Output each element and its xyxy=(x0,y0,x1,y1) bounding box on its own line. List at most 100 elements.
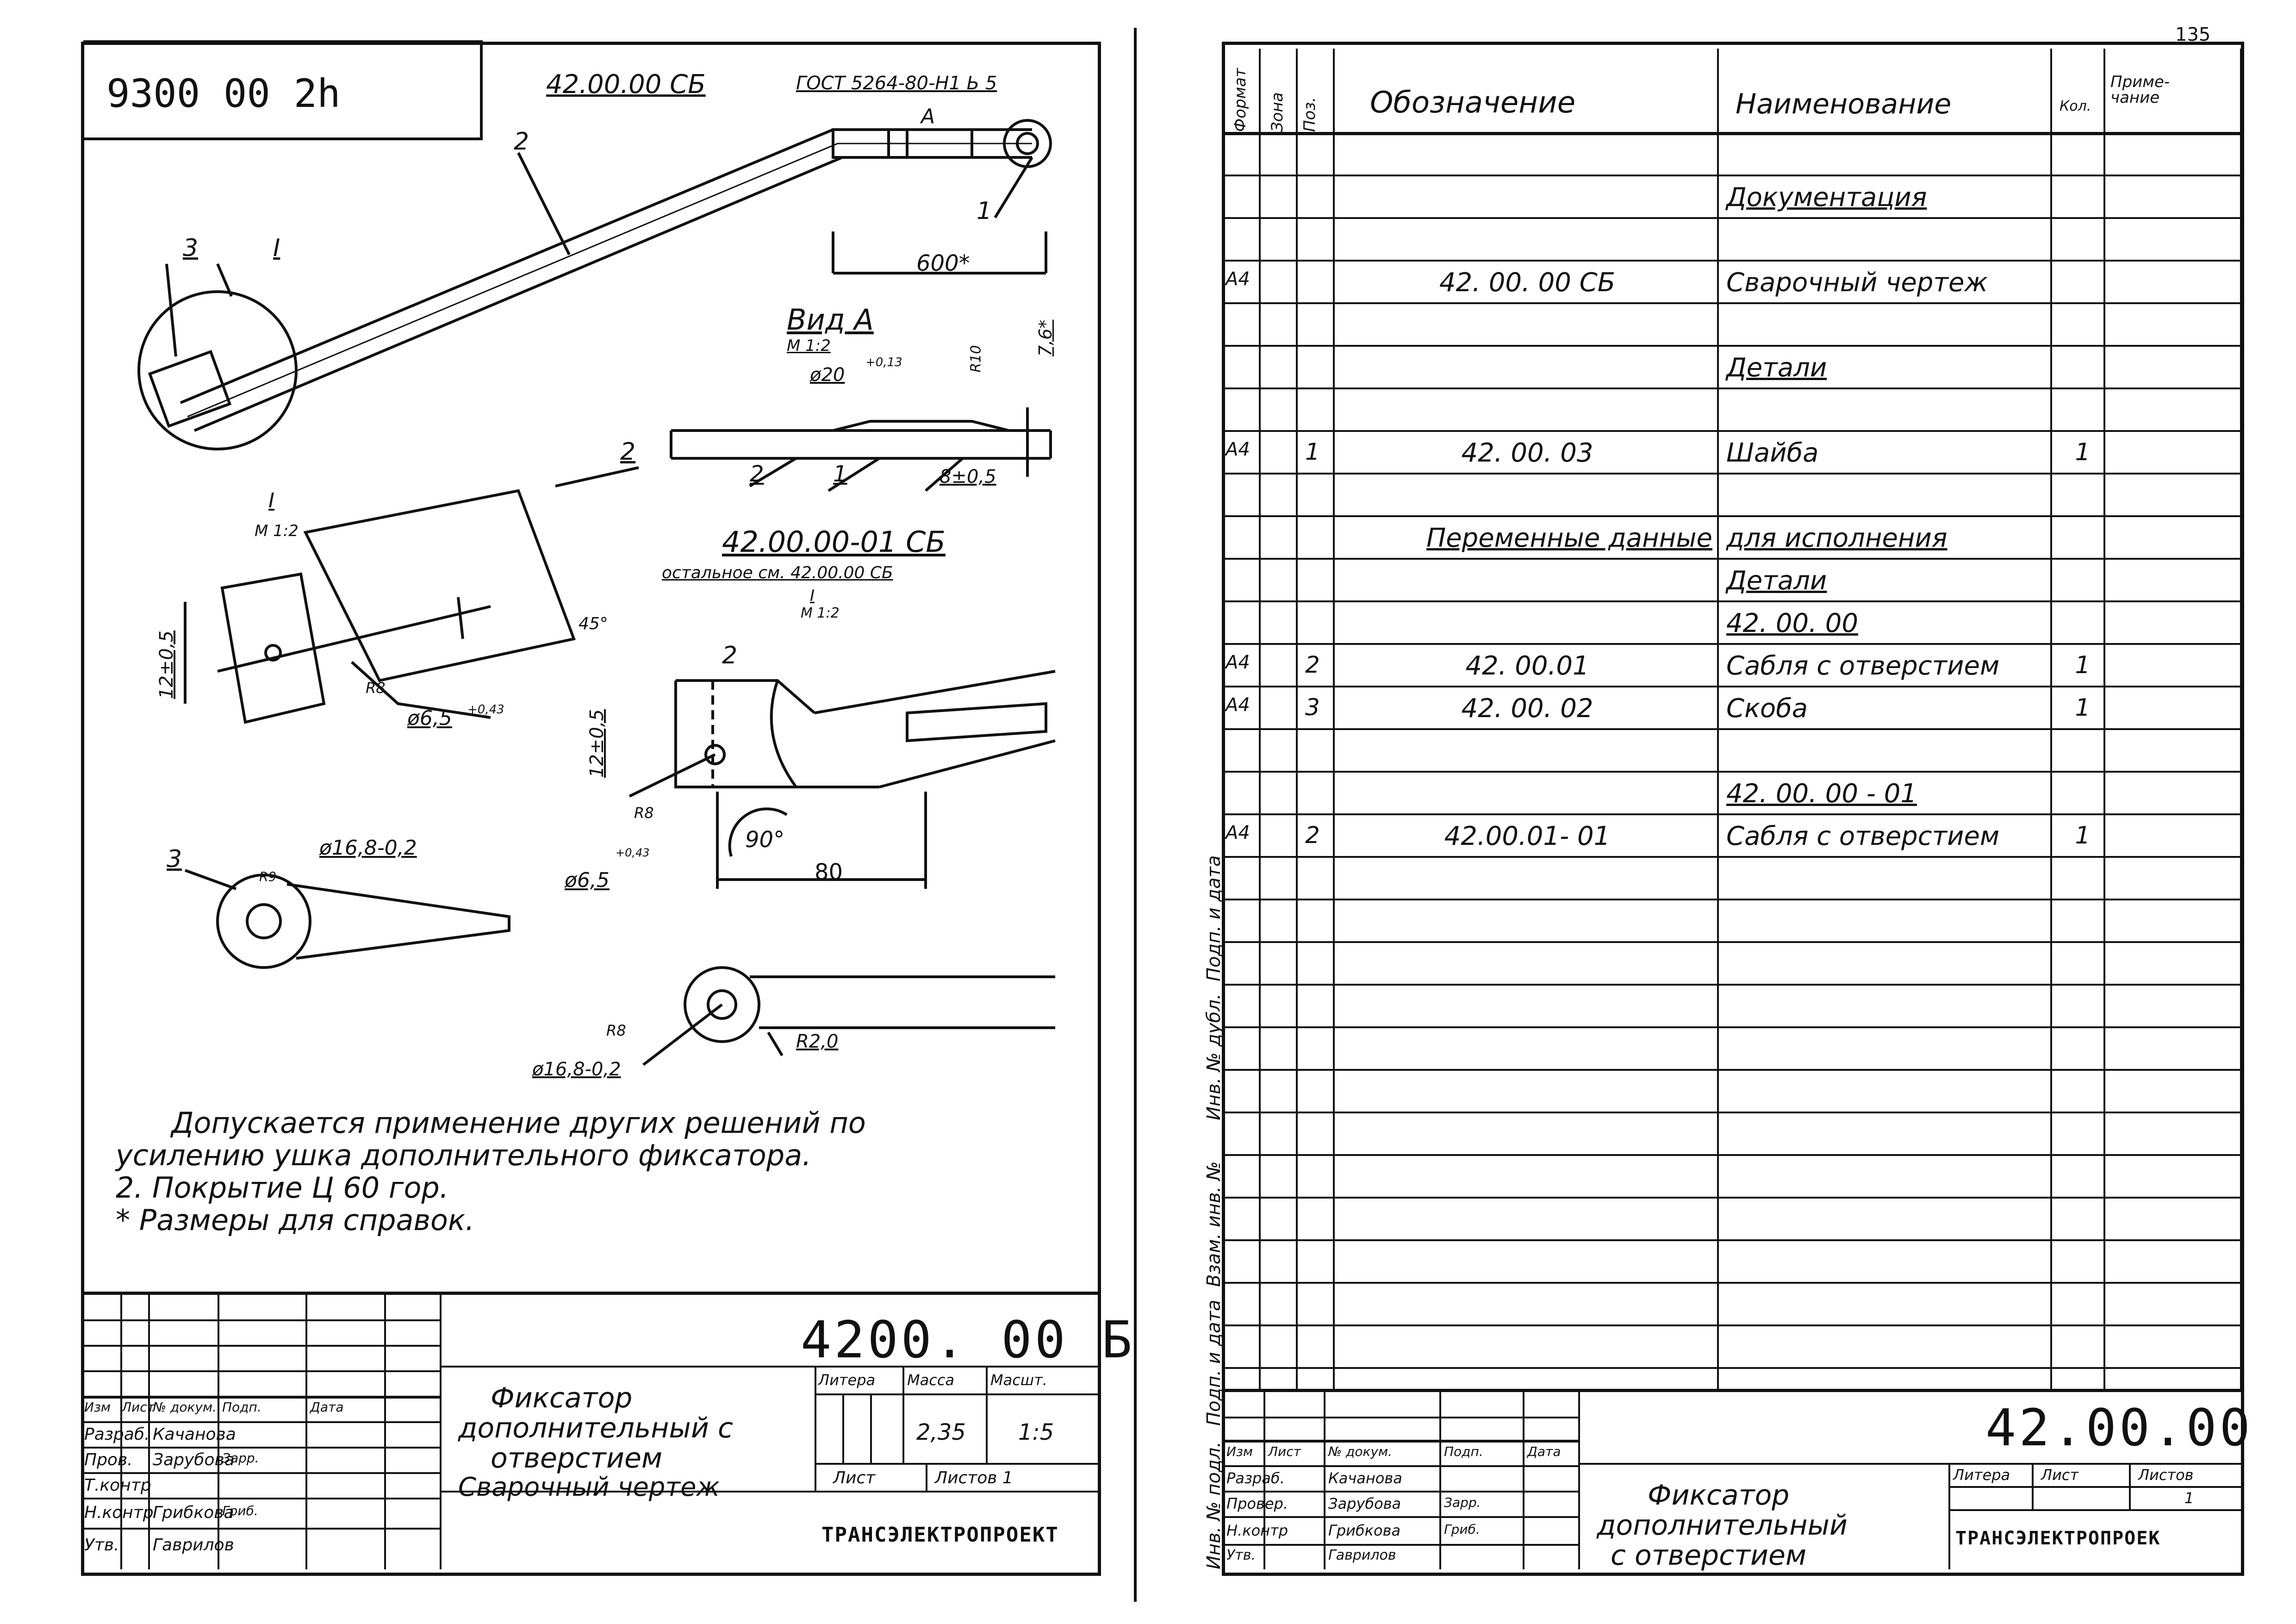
left-tb-name-4: Гаврилов xyxy=(153,1536,234,1555)
callout-3: 3 xyxy=(183,234,199,262)
spec-cell-qty: 1 xyxy=(2075,438,2091,466)
right-tb-name-line-2: с отверстием xyxy=(1611,1539,1807,1572)
spec-cell-qty: 1 xyxy=(2075,651,2091,679)
spec-row-line xyxy=(1222,813,2240,815)
spec-cell-format: А4 xyxy=(1226,269,1250,290)
spec-col-line xyxy=(2050,49,2052,1389)
spec-col-line xyxy=(2103,49,2105,1389)
dim-d168a: ø16,8-0,2 xyxy=(319,836,417,860)
spec-cell-format: А4 xyxy=(1226,652,1250,673)
spec-row-line xyxy=(1222,643,2240,645)
spec-row-line xyxy=(1222,387,2240,389)
left-tb-code: 4200. 00 Б xyxy=(801,1310,1135,1369)
spec-cell-name: Детали xyxy=(1726,353,1827,383)
note-1: Допускается применение других решений по xyxy=(171,1106,866,1140)
right-tb-name-1: Зарубова xyxy=(1328,1495,1401,1512)
left-tb-name-line-3: Сварочный чертеж xyxy=(458,1472,720,1502)
spec-row-line xyxy=(1222,984,2240,986)
spec-row-line xyxy=(1222,1239,2240,1241)
dim-7-6: 7,6* xyxy=(1035,319,1056,356)
left-tb-col-izm: Изм xyxy=(84,1399,111,1415)
spec-cell-name: 42. 00. 00 xyxy=(1726,608,1858,638)
spec-row-line xyxy=(1222,728,2240,730)
header-name: Наименование xyxy=(1736,88,1952,120)
spec-cell-designation: 42. 00. 00 СБ xyxy=(1439,268,1616,298)
spec-cell-qty: 1 xyxy=(2075,822,2091,849)
right-tb-col-list: Лист xyxy=(1268,1444,1301,1459)
spec-row-line xyxy=(1222,430,2240,432)
side-label-0: Подп. и дата xyxy=(1203,855,1225,981)
note-3: * Размеры для справок. xyxy=(116,1203,475,1237)
spec-row-line xyxy=(1222,941,2240,943)
spec-cell-format: А4 xyxy=(1226,694,1250,716)
callout-A: A xyxy=(921,105,935,128)
left-tb-name-1: Зарубова xyxy=(153,1450,235,1469)
dim-r8a: R8 xyxy=(366,679,386,697)
left-tb-scale-label: Масшт. xyxy=(990,1371,1047,1389)
callout-1b: 1 xyxy=(833,461,847,487)
sheet-separator xyxy=(1134,28,1137,1602)
spec-cell-name: Сабля с отверстием xyxy=(1726,651,2000,681)
right-tb-sheets-label: Листов xyxy=(2138,1466,2194,1484)
spec-row-line xyxy=(1222,856,2240,858)
dim-8: 8±0,5 xyxy=(940,466,996,487)
left-tb-role-3: Н.контр xyxy=(84,1503,154,1522)
dim-r9a: R9 xyxy=(259,869,277,884)
spec-col-line xyxy=(1259,49,1261,1389)
callout-1: 1 xyxy=(977,197,992,225)
right-tb-role-0: Разраб. xyxy=(1226,1469,1285,1487)
right-tb-role-1: Провер. xyxy=(1226,1495,1288,1512)
spec-col-line xyxy=(1717,49,1719,1389)
side-label-3: Подп. и дата xyxy=(1203,1299,1225,1426)
left-tb-role-2: Т.контр xyxy=(84,1476,151,1495)
right-tb-litera: Литера xyxy=(1953,1466,2010,1484)
left-tb-name-line-2: отверстием xyxy=(491,1442,663,1474)
left-tb-mass: 2,35 xyxy=(916,1419,966,1445)
dim-12a: 12±0,5 xyxy=(156,630,177,699)
spec-row-line xyxy=(1222,132,2240,135)
page-number: 135 xyxy=(2175,24,2211,45)
left-tb-sheets-label: Листов 1 xyxy=(935,1468,1013,1487)
view-i-title: I xyxy=(268,489,274,512)
note-1b: усилению ушка дополнительного фиксатора. xyxy=(116,1138,811,1172)
left-tb-role-4: Утв. xyxy=(84,1536,119,1555)
spec-row-line xyxy=(1222,1026,2240,1028)
left-tb-name-line-1: дополнительный с xyxy=(458,1412,733,1444)
spec-cell-name: Сварочный чертеж xyxy=(1726,268,1988,298)
spec-row-line xyxy=(1222,1197,2240,1199)
spec-row-line xyxy=(1222,686,2240,687)
corner-code: 9300 00 2h xyxy=(106,71,341,116)
header-qty: Кол. xyxy=(2060,98,2091,114)
dim-600: 600* xyxy=(916,250,970,276)
dim-45deg: 45° xyxy=(579,614,608,633)
left-tb-name-line-0: Фиксатор xyxy=(491,1382,633,1414)
spec-row-line xyxy=(1222,558,2240,560)
header-format: Формат xyxy=(1231,68,1250,132)
spec-cell-designation: 42. 00.01 xyxy=(1465,651,1589,681)
spec-cell-format: А4 xyxy=(1226,822,1250,843)
right-tb-code: 42.00.00 xyxy=(1985,1398,2253,1457)
left-tb-sheet-label: Лист xyxy=(833,1468,876,1487)
spec-col-line xyxy=(1296,49,1298,1389)
spec-cell-designation: 42. 00. 03 xyxy=(1461,438,1593,468)
side-label-4: Инв. № подл. xyxy=(1203,1442,1225,1569)
spec-cell-name: Детали xyxy=(1726,566,1827,596)
dim-90deg: 90° xyxy=(745,827,785,853)
dim-d20-tol: +0,13 xyxy=(865,356,902,369)
spec-cell-designation: Переменные данные xyxy=(1426,523,1712,553)
side-label-2: Взам. инв. № xyxy=(1203,1161,1225,1287)
detail-circle-I xyxy=(137,290,298,450)
spec-cell-pos: 1 xyxy=(1305,438,1320,465)
spec-cell-name: Документация xyxy=(1726,182,1927,212)
callout-2c: 2 xyxy=(620,438,636,466)
spec-row-line xyxy=(1222,345,2240,347)
spec-row-line xyxy=(1222,1324,2240,1326)
variant-note: остальное см. 42.00.00 СБ xyxy=(662,563,893,582)
view-a-title: Вид А xyxy=(787,303,874,337)
callout-2: 2 xyxy=(514,128,529,156)
spec-row-line xyxy=(1222,473,2240,475)
note-2: 2. Покрытие Ц 60 гор. xyxy=(116,1171,449,1205)
left-tb-col-doc: № докум. xyxy=(153,1399,217,1415)
spec-col-line xyxy=(1222,49,1225,1389)
